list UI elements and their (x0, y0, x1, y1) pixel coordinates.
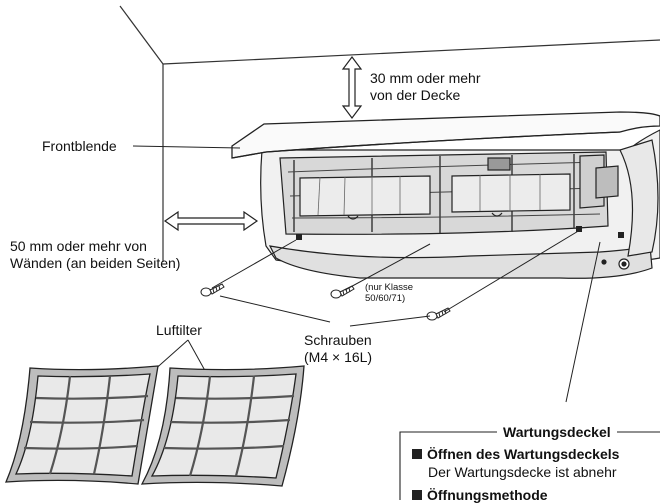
square-bullet-icon (412, 490, 422, 500)
ceiling-clearance-arrow (341, 56, 363, 119)
air-filter-label: Luftilter (156, 322, 202, 338)
room-outline (119, 5, 660, 262)
air-filter-left (4, 365, 159, 485)
air-filter-right (140, 365, 305, 487)
ceiling-clearance-label: 30 mm oder mehr von der Decke (370, 70, 481, 103)
class-note-label: (nur Klasse 50/60/71) (365, 282, 414, 304)
front-panel (231, 111, 660, 159)
wall-clearance-arrow (163, 210, 259, 232)
open-cover-heading: Öffnen des Wartungsdeckels (412, 446, 619, 463)
leader-lines (132, 145, 601, 403)
screw-right (426, 307, 451, 321)
wall-clearance-label: 50 mm oder mehr von Wänden (an beiden Se… (10, 238, 181, 271)
screw-left (200, 283, 225, 297)
maintenance-cover-title: Wartungsdeckel (497, 424, 617, 440)
screw-middle (330, 285, 355, 299)
front-panel-label: Frontblende (42, 138, 117, 154)
square-bullet-icon (412, 449, 422, 459)
indoor-unit (260, 129, 660, 279)
opening-method-heading: Öffnungsmethode (412, 487, 548, 504)
open-cover-text: Der Wartungsdecke ist abnehr (428, 464, 617, 480)
screws-label: Schrauben (M4 × 16L) (304, 332, 373, 365)
